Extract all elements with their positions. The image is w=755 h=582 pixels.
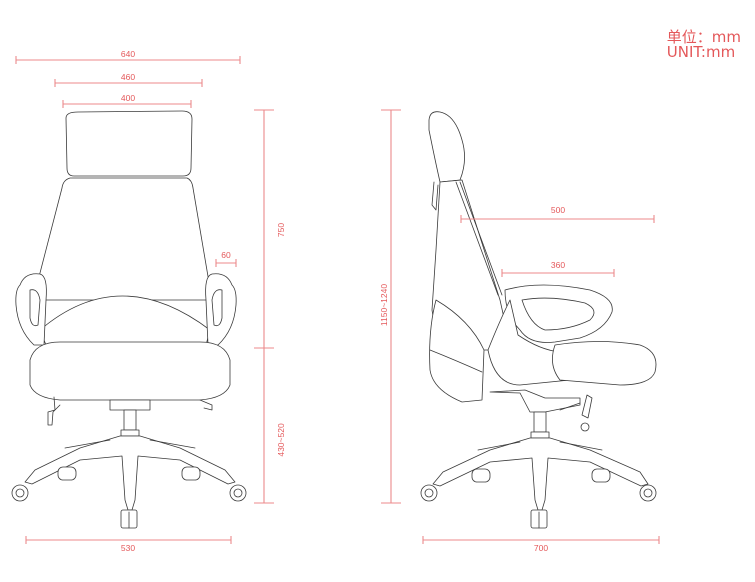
front-caster-back-left: [57, 466, 77, 481]
unit-label-cn: 单位：mm: [666, 28, 741, 46]
side-base: [432, 437, 649, 511]
side-armrest: [504, 284, 613, 343]
dim-seat-depth-total: 500: [551, 205, 565, 215]
dim-headrest-width: 400: [121, 93, 135, 103]
dim-armrest-depth: 360: [551, 260, 565, 270]
front-left-armrest: [15, 273, 47, 346]
side-back-cushion: [429, 299, 485, 403]
front-view-chair: [11, 110, 247, 529]
front-headrest: [65, 110, 193, 177]
dim-base-depth: 700: [534, 543, 548, 553]
side-mechanism: [489, 389, 581, 413]
front-mechanism: [109, 399, 151, 411]
side-lever-knob: [580, 422, 590, 432]
dim-overall-width: 640: [121, 49, 135, 59]
front-right-armrest: [205, 273, 237, 346]
front-caster-back-right: [181, 466, 201, 481]
dim-overall-height: 1150~1240: [379, 284, 389, 326]
dim-seat-height: 430~520: [276, 423, 286, 457]
side-caster-right: [639, 484, 657, 502]
side-caster-back-left: [471, 468, 491, 483]
dim-armrest-width: 60: [221, 250, 231, 260]
unit-label-en: UNIT:mm: [666, 43, 736, 61]
front-caster-left: [11, 484, 29, 502]
front-dimensions: 640 460 400 60 750 430~520 530: [15, 49, 286, 553]
side-caster-back-right: [591, 468, 611, 483]
side-caster-left: [420, 484, 438, 502]
dim-base-width: 530: [121, 543, 135, 553]
front-gas-cylinder: [123, 409, 137, 431]
side-frame: [487, 299, 571, 386]
dim-backrest-height: 750: [276, 223, 286, 237]
side-headrest: [428, 111, 465, 183]
side-seat: [552, 341, 657, 386]
side-dimensions: 1150~1240 500 360 700: [379, 109, 660, 553]
front-caster-right: [229, 484, 247, 502]
front-backrest: [32, 177, 213, 301]
front-base: [24, 435, 236, 511]
side-gas-cylinder: [533, 411, 547, 433]
front-seat: [29, 341, 231, 401]
front-back-lower: [39, 295, 211, 346]
dim-armrest-outer-width: 460: [121, 72, 135, 82]
unit-label: 单位：mm UNIT:mm: [667, 30, 741, 60]
side-view-chair: [420, 111, 657, 529]
